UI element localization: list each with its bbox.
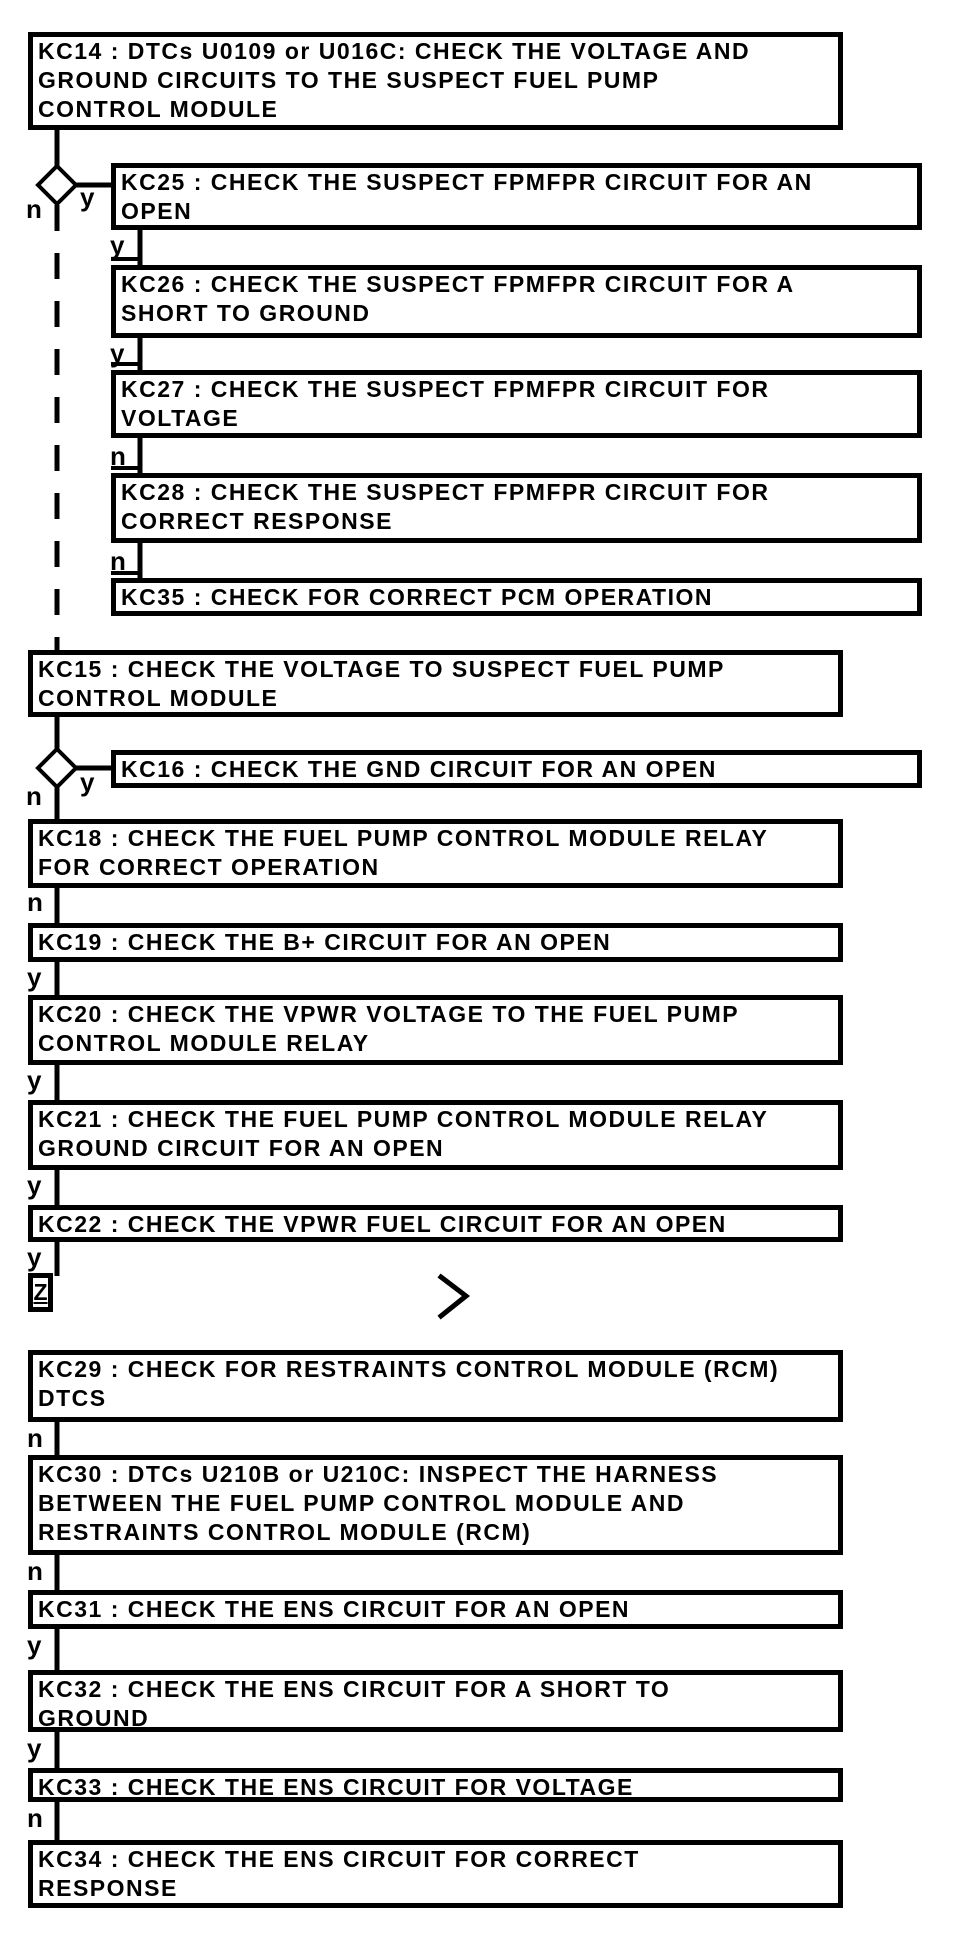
label-after-kc29: n bbox=[27, 1423, 43, 1453]
decision-diamond-1 bbox=[35, 163, 79, 207]
node-kc25: KC25 : CHECK THE SUSPECT FPMFPR CIRCUIT … bbox=[111, 163, 922, 230]
node-kc29: KC29 : CHECK FOR RESTRAINTS CONTROL MODU… bbox=[28, 1350, 843, 1422]
label-after-kc22: y bbox=[27, 1242, 42, 1272]
label-after-kc20: y bbox=[27, 1065, 42, 1095]
label-after-kc21: y bbox=[27, 1170, 42, 1200]
label-diamond2-no: n bbox=[26, 781, 42, 811]
label-after-kc27: n bbox=[110, 441, 126, 471]
label-after-kc19: y bbox=[27, 962, 42, 992]
node-kc31: KC31 : CHECK THE ENS CIRCUIT FOR AN OPEN bbox=[28, 1590, 843, 1629]
label-after-kc18: n bbox=[27, 887, 43, 917]
node-kc14: KC14 : DTCs U0109 or U016C: CHECK THE VO… bbox=[28, 32, 843, 130]
node-kc26: KC26 : CHECK THE SUSPECT FPMFPR CIRCUIT … bbox=[111, 265, 922, 338]
offpage-chevron-icon bbox=[437, 1273, 471, 1320]
node-kc28: KC28 : CHECK THE SUSPECT FPMFPR CIRCUIT … bbox=[111, 473, 922, 543]
node-kc32: KC32 : CHECK THE ENS CIRCUIT FOR A SHORT… bbox=[28, 1670, 843, 1732]
label-diamond2-yes: y bbox=[80, 767, 95, 797]
label-after-kc31: y bbox=[27, 1630, 42, 1660]
node-kc27: KC27 : CHECK THE SUSPECT FPMFPR CIRCUIT … bbox=[111, 370, 922, 438]
node-kc35: KC35 : CHECK FOR CORRECT PCM OPERATION bbox=[111, 578, 922, 616]
node-kc15: KC15 : CHECK THE VOLTAGE TO SUSPECT FUEL… bbox=[28, 650, 843, 717]
node-kc30: KC30 : DTCs U210B or U210C: INSPECT THE … bbox=[28, 1455, 843, 1555]
node-kc33: KC33 : CHECK THE ENS CIRCUIT FOR VOLTAGE bbox=[28, 1768, 843, 1802]
node-kc18: KC18 : CHECK THE FUEL PUMP CONTROL MODUL… bbox=[28, 819, 843, 888]
node-kc21: KC21 : CHECK THE FUEL PUMP CONTROL MODUL… bbox=[28, 1100, 843, 1170]
label-after-kc28: n bbox=[110, 546, 126, 576]
label-after-kc32: y bbox=[27, 1733, 42, 1763]
label-after-kc26: y bbox=[110, 338, 125, 368]
label-diamond1-no: n bbox=[26, 194, 42, 224]
node-kc16: KC16 : CHECK THE GND CIRCUIT FOR AN OPEN bbox=[111, 750, 922, 788]
label-after-kc30: n bbox=[27, 1556, 43, 1586]
node-kc19: KC19 : CHECK THE B+ CIRCUIT FOR AN OPEN bbox=[28, 923, 843, 962]
node-kc22: KC22 : CHECK THE VPWR FUEL CIRCUIT FOR A… bbox=[28, 1205, 843, 1242]
decision-diamond-2 bbox=[35, 746, 79, 790]
label-after-kc25: y bbox=[110, 230, 125, 260]
offpage-connector-z[interactable]: Z bbox=[28, 1273, 53, 1312]
label-after-kc33: n bbox=[27, 1803, 43, 1833]
node-kc20: KC20 : CHECK THE VPWR VOLTAGE TO THE FUE… bbox=[28, 995, 843, 1065]
node-kc34: KC34 : CHECK THE ENS CIRCUIT FOR CORRECT… bbox=[28, 1840, 843, 1908]
label-diamond1-yes: y bbox=[80, 182, 95, 212]
